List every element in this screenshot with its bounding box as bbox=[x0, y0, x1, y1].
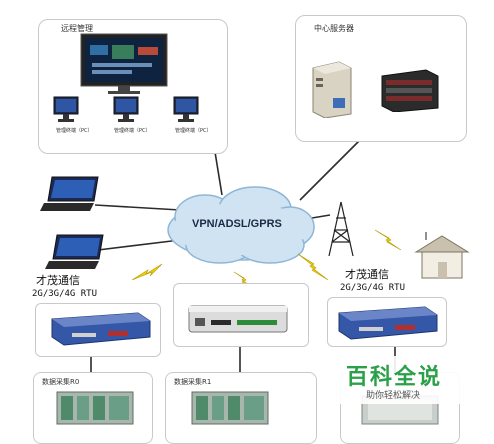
wireless-signal-icon bbox=[375, 229, 402, 251]
laptop-icon bbox=[45, 234, 104, 269]
plc-module-icon bbox=[191, 391, 269, 425]
laptop-icon bbox=[40, 176, 99, 211]
watermark-subtitle: 助你轻松解决 bbox=[366, 391, 421, 401]
workstation-icon bbox=[173, 96, 199, 122]
watermark-box bbox=[336, 356, 462, 404]
rtu-device-icon bbox=[338, 306, 438, 340]
monitor-screen-icon bbox=[80, 33, 168, 94]
rtu-spec-label: 2G/3G/4G RTU bbox=[32, 289, 98, 299]
panel-title: 数据采集R1 bbox=[174, 378, 212, 386]
rtu-device-icon bbox=[51, 312, 151, 346]
rtu-brand-label: 才茂通信 bbox=[345, 268, 389, 281]
workstation-icon bbox=[113, 96, 139, 122]
panel-title: 远程管理 bbox=[61, 24, 93, 33]
panel-title: 中心服务器 bbox=[314, 24, 354, 33]
radio-tower-icon bbox=[328, 201, 354, 257]
wireless-signal-icon bbox=[132, 263, 163, 281]
house-icon bbox=[414, 232, 470, 279]
rtu-device-icon bbox=[188, 305, 288, 333]
network-cloud-icon bbox=[167, 186, 315, 264]
panel-title: 数据采集R0 bbox=[42, 378, 80, 386]
workstation-label: 管理终端（PC） bbox=[175, 128, 212, 134]
network-label: VPN/ADSL/GPRS bbox=[192, 218, 282, 230]
rtu-brand-label: 才茂通信 bbox=[36, 274, 80, 287]
workstation-label: 管理终端（PC） bbox=[56, 128, 93, 134]
watermark-title: 百科全说 bbox=[346, 365, 443, 390]
rtu-spec-label: 2G/3G/4G RTU bbox=[340, 283, 406, 293]
wireless-signal-icon bbox=[298, 253, 329, 281]
server-rack-icon bbox=[381, 69, 439, 112]
plc-module-icon bbox=[56, 391, 134, 425]
workstation-label: 管理终端（PC） bbox=[114, 128, 151, 134]
server-tower-icon bbox=[312, 61, 352, 118]
workstation-icon bbox=[53, 96, 79, 122]
